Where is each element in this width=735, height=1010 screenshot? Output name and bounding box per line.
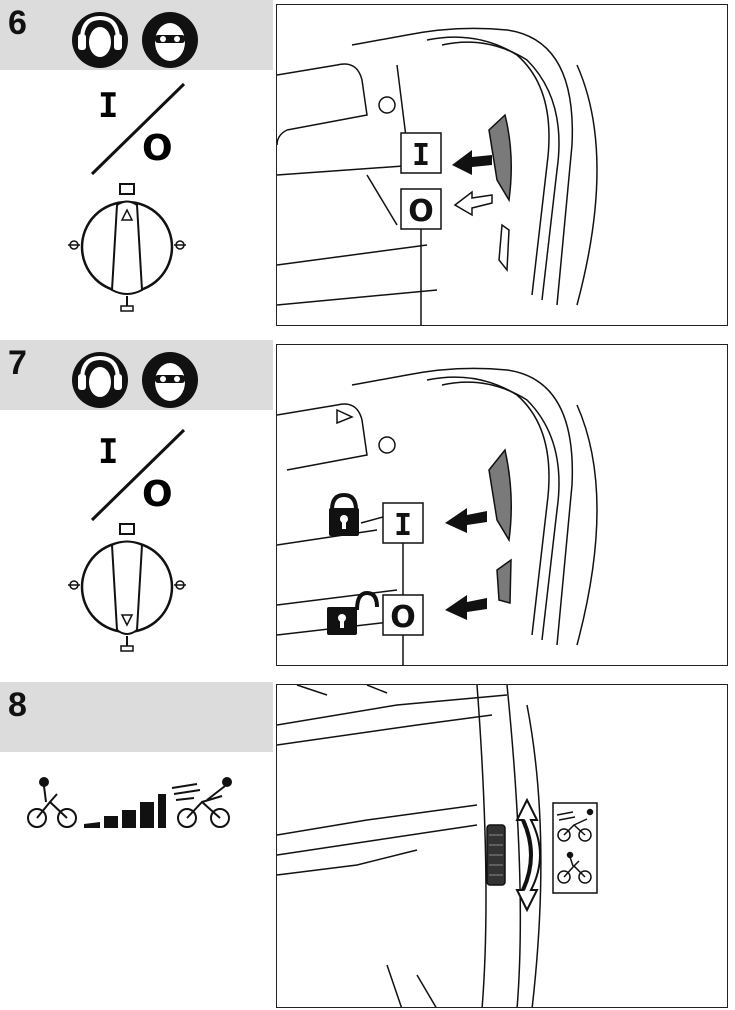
press-arrow-icon <box>452 150 492 175</box>
off-switch-box <box>382 594 424 636</box>
ear-protection-icon <box>72 12 128 68</box>
on-off-slash <box>90 428 186 522</box>
eye-protection-icon <box>142 12 198 68</box>
chisel-left-icon <box>68 580 80 590</box>
step-8-band <box>0 682 273 752</box>
chisel-left-icon <box>68 240 80 250</box>
trigger-lower <box>498 223 510 273</box>
cyclist-fast-icon <box>556 808 594 842</box>
step-7-number: 7 <box>8 344 27 382</box>
off-switch-label: O <box>390 600 416 635</box>
chisel-mode-icon <box>120 296 134 312</box>
speed-label-box <box>552 802 598 894</box>
step-8-number: 8 <box>8 686 27 724</box>
mode-dial-6 <box>68 183 186 312</box>
step-8-illustration <box>276 684 728 1008</box>
off-switch-label: O <box>408 194 434 229</box>
chisel-right-icon <box>174 580 186 590</box>
step-7: 7 I O <box>0 340 735 670</box>
unlock-icon <box>327 590 379 635</box>
press-arrow-off-icon <box>445 595 487 620</box>
off-symbol: O <box>142 474 173 515</box>
mode-dial-7 <box>68 523 186 652</box>
dial-arrow-down-icon <box>120 614 134 627</box>
on-switch-box <box>382 502 424 544</box>
cyclist-fast-icon <box>171 777 232 828</box>
hammer-drill-mode-icon <box>119 183 135 195</box>
lock-icon <box>329 492 359 536</box>
dial-arrow-up-icon <box>120 208 134 221</box>
step-6-illustration: I O <box>276 4 728 326</box>
ear-protection-icon <box>72 352 128 408</box>
trigger-upper <box>488 448 512 543</box>
release-arrow-icon <box>453 190 493 217</box>
trigger-lower <box>496 558 512 604</box>
hammer-drill-mode-icon <box>119 523 135 535</box>
cyclist-slow-icon <box>557 851 592 884</box>
step-7-band <box>0 340 273 410</box>
trigger-upper <box>488 113 512 203</box>
step-8: 8 <box>0 682 735 1010</box>
cyclist-slow-icon <box>27 777 77 828</box>
on-symbol: I <box>98 432 119 472</box>
speed-selector-legend <box>27 777 232 828</box>
on-switch-label: I <box>412 138 430 173</box>
ppe-icons-6 <box>72 12 198 68</box>
step-6-number: 6 <box>8 4 27 42</box>
chisel-right-icon <box>174 240 186 250</box>
eye-protection-icon <box>142 352 198 408</box>
press-arrow-on-icon <box>445 508 487 533</box>
step-6-band <box>0 0 273 70</box>
off-symbol: O <box>142 128 173 169</box>
step-7-illustration: I O <box>276 344 728 666</box>
on-symbol: I <box>98 86 119 126</box>
ppe-icons-7 <box>72 352 198 408</box>
chisel-mode-icon <box>120 636 134 652</box>
rotate-arrow-icon <box>515 797 541 913</box>
step-6: 6 I O <box>0 0 735 330</box>
speed-ramp-icon <box>84 794 166 828</box>
on-off-slash <box>90 82 186 176</box>
on-switch-label: I <box>394 508 412 543</box>
on-switch-box <box>400 132 442 174</box>
